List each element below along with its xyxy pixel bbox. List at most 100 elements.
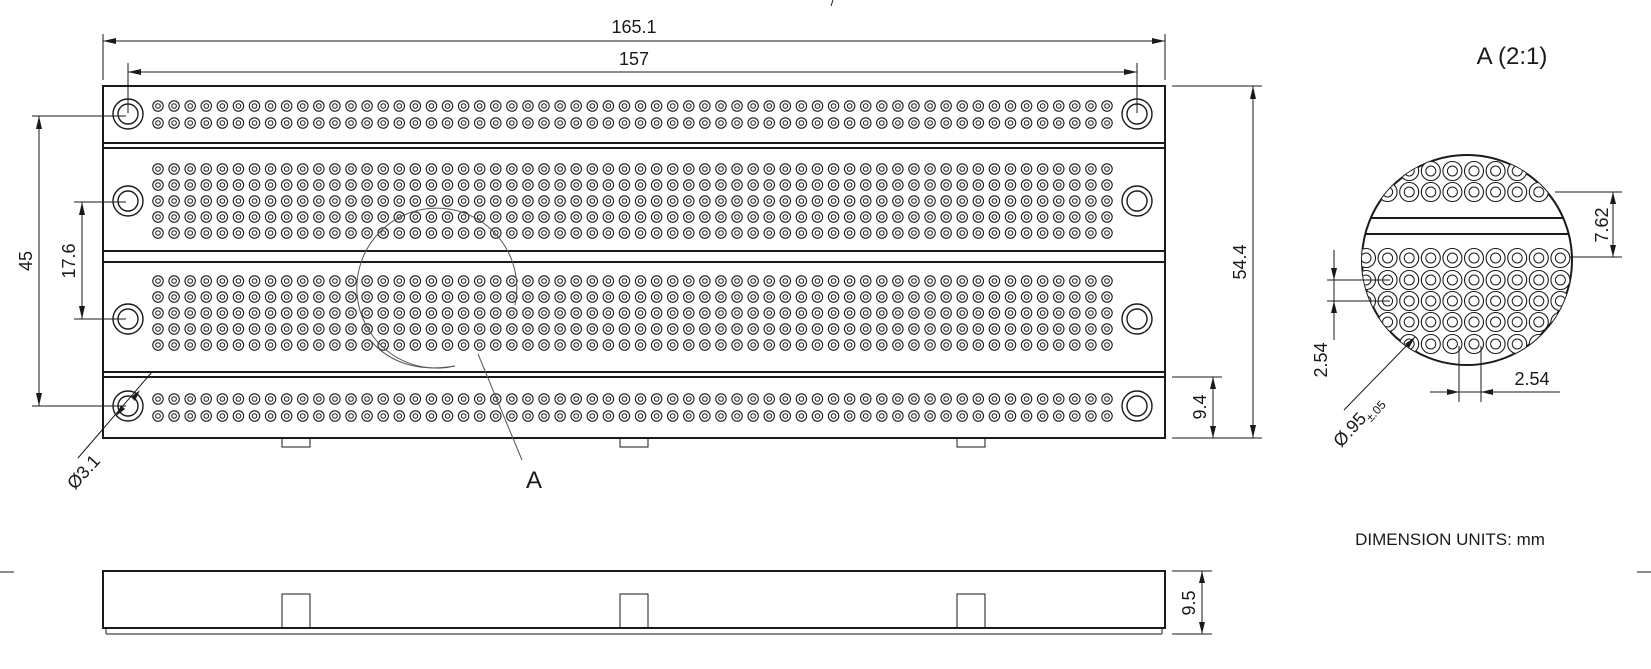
tie-point-hole-inner: [1577, 339, 1587, 349]
tie-point-hole-inner: [396, 166, 403, 172]
tie-point-hole-inner: [669, 230, 676, 236]
tie-point-hole-inner: [1339, 253, 1349, 263]
tie-point-hole-inner: [541, 182, 547, 188]
tie-point-hole-inner: [1382, 165, 1394, 177]
side-tab: [619, 593, 649, 629]
tie-point-hole-inner: [1088, 278, 1094, 284]
tie-point-hole-inner: [364, 182, 370, 188]
tie-point-hole-inner: [348, 230, 354, 236]
tie-point-hole-inner: [364, 230, 370, 236]
tie-point-hole-inner: [621, 396, 628, 402]
tie-point-hole-inner: [460, 166, 467, 172]
tie-point-hole-inner: [1055, 294, 1062, 300]
tie-point-hole-inner: [605, 166, 612, 172]
tie-point-hole-inner: [219, 214, 226, 220]
tie-point-hole-inner: [1468, 252, 1480, 264]
tie-point-hole-inner: [251, 198, 258, 204]
leader-line: [1343, 336, 1416, 411]
tie-point-hole-inner: [187, 413, 193, 419]
tie-point-hole-inner: [814, 342, 821, 348]
tie-point-hole-inner: [348, 413, 354, 419]
tie-point-hole-inner: [1055, 230, 1062, 236]
tie-point-hole-inner: [476, 182, 483, 188]
tie-point-hole-inner: [1039, 396, 1046, 402]
tie-point-hole-inner: [412, 342, 419, 348]
tie-point-hole-inner: [862, 413, 869, 419]
tie-point-hole-inner: [686, 413, 692, 419]
tie-point-hole-inner: [669, 214, 676, 220]
tie-point-hole-inner: [750, 396, 756, 402]
tie-point-hole-inner: [911, 198, 917, 204]
tie-point-hole-inner: [959, 103, 966, 109]
tie-point-hole-inner: [846, 230, 853, 236]
tie-point-hole-inner: [1039, 182, 1046, 188]
tie-point-hole-inner: [525, 198, 531, 204]
tie-point-hole-inner: [1490, 295, 1502, 307]
tie-point-hole-inner: [766, 120, 773, 126]
tie-point-hole-inner: [203, 182, 210, 188]
tie-point-hole-inner: [235, 310, 242, 316]
tie-point-hole-inner: [557, 413, 563, 419]
tie-point-hole-inner: [1039, 166, 1046, 172]
tie-point-hole-inner: [1023, 294, 1030, 300]
tie-point-hole-inner: [203, 294, 210, 300]
tie-point-hole-inner: [251, 120, 258, 126]
tie-point-hole-inner: [460, 342, 467, 348]
tie-point-hole-inner: [1088, 103, 1094, 109]
tie-point-hole-inner: [1007, 214, 1014, 220]
tie-point-hole-inner: [766, 198, 773, 204]
tie-point-hole-inner: [589, 278, 596, 284]
tie-point-hole-inner: [814, 182, 821, 188]
tie-point-hole-inner: [991, 310, 998, 316]
tie-point-hole-inner: [509, 294, 515, 300]
tie-point-hole-inner: [348, 103, 354, 109]
tie-point-hole-inner: [718, 166, 724, 172]
tie-point-hole-inner: [702, 103, 708, 109]
tie-point-hole-inner: [573, 214, 580, 220]
tie-point-hole-inner: [637, 230, 644, 236]
tie-point-hole-inner: [975, 326, 982, 332]
tie-point-hole-inner: [959, 120, 966, 126]
tie-point-hole-inner: [991, 182, 998, 188]
tie-point-hole-inner: [541, 413, 547, 419]
tie-point-hole-inner: [1577, 166, 1587, 176]
tie-point-hole-inner: [589, 413, 596, 419]
tie-point-hole-inner: [348, 278, 354, 284]
tie-point-hole-inner: [171, 214, 177, 220]
tie-point-hole-inner: [1007, 182, 1014, 188]
tie-point-hole-inner: [1104, 230, 1110, 236]
tie-point-hole-inner: [316, 310, 322, 316]
tie-point-hole-inner: [428, 214, 435, 220]
tie-point-hole-inner: [766, 342, 773, 348]
tie-point-hole-inner: [573, 278, 580, 284]
tie-point-hole-inner: [1039, 310, 1046, 316]
tie-point-hole-inner: [975, 230, 982, 236]
tie-point-hole-inner: [476, 342, 483, 348]
tie-point-hole-inner: [412, 120, 419, 126]
tie-point-hole-inner: [492, 166, 499, 172]
tie-point-hole-inner: [975, 214, 982, 220]
tie-point-hole-inner: [1511, 186, 1523, 198]
tie-point-hole-inner: [669, 103, 676, 109]
tie-point-hole-inner: [798, 230, 805, 236]
tie-point-hole-inner: [267, 342, 274, 348]
tie-point-hole: [1571, 160, 1572, 182]
tie-point-hole-inner: [396, 278, 403, 284]
tie-point-hole-inner: [734, 294, 740, 300]
tie-point-hole-inner: [573, 396, 580, 402]
tie-point-hole-inner: [332, 182, 338, 188]
tie-point-hole-inner: [235, 103, 242, 109]
tie-point-hole-inner: [911, 278, 917, 284]
tie-point-hole-inner: [396, 326, 403, 332]
tie-point-hole-inner: [460, 396, 467, 402]
tie-point-hole-inner: [943, 342, 949, 348]
tie-point-hole-inner: [299, 342, 306, 348]
tie-point-hole-inner: [187, 166, 193, 172]
tie-point-hole-inner: [203, 166, 210, 172]
tie-point-hole-inner: [814, 413, 821, 419]
tie-point-hole-inner: [525, 310, 531, 316]
tie-point-hole-inner: [782, 214, 789, 220]
tie-point-hole-inner: [1425, 274, 1437, 286]
tie-point-hole-inner: [251, 103, 258, 109]
tie-point-hole-inner: [862, 166, 869, 172]
